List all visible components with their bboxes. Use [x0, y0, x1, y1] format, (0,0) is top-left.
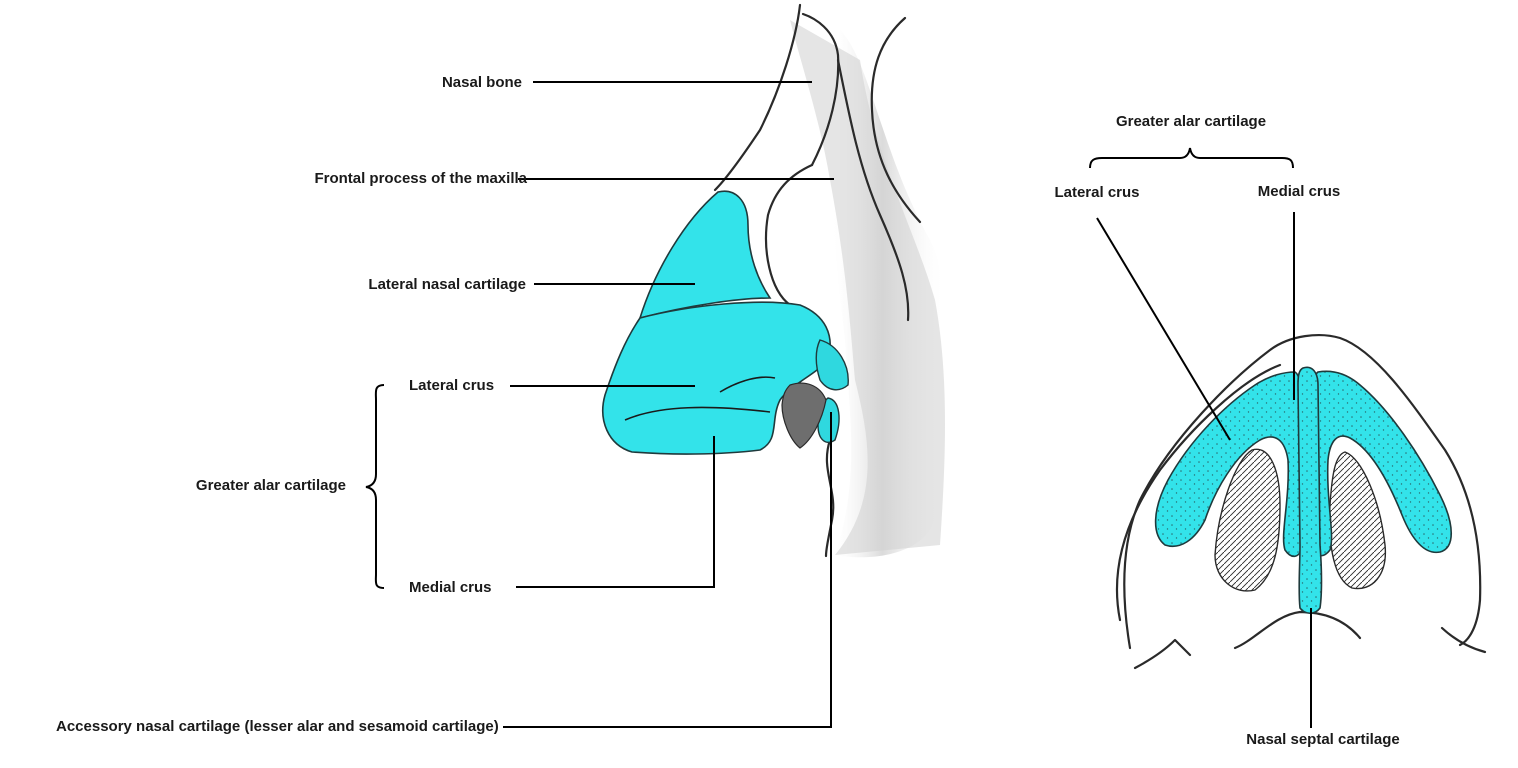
label-frontal-process: Frontal process of the maxilla: [314, 170, 527, 187]
frontal-process-outline: [765, 163, 814, 307]
basal-inner-outline: [1115, 363, 1282, 622]
basal-nose-illustration: [1089, 147, 1487, 728]
label-nasal-septal-cartilage: Nasal septal cartilage: [1246, 731, 1399, 748]
label-nasal-bone: Nasal bone: [442, 74, 522, 91]
maxilla-contour: [836, 58, 910, 322]
label-basal-medial-crus: Medial crus: [1258, 183, 1341, 200]
lateral-crus-shape: [602, 301, 831, 455]
label-basal-greater-alar-cartilage: Greater alar cartilage: [1116, 113, 1266, 130]
leader-basal-lateral-crus: [1096, 217, 1231, 441]
bone-shading: [790, 20, 945, 555]
leader-medial-crus: [516, 436, 715, 588]
nostril-shadow: [781, 382, 827, 449]
brow-contour: [870, 16, 922, 224]
accessory-cartilage-1: [815, 339, 849, 391]
lateral-nasal-cartilage-shape: [638, 190, 772, 320]
left-nostril: [1214, 448, 1281, 592]
upper-lip-contour: [824, 438, 835, 558]
left-alar-base: [1133, 638, 1192, 670]
nasal-septal-cartilage-shape: [1297, 366, 1323, 615]
right-nostril: [1328, 451, 1387, 590]
label-medial-crus: Medial crus: [409, 579, 492, 596]
basal-view-labels: Greater alar cartilage Lateral crus Medi…: [1054, 113, 1399, 748]
columella-base: [1233, 610, 1362, 650]
basal-greater-alar-cartilage-brace: [1089, 147, 1294, 169]
lateral-nose-illustration: [365, 3, 947, 728]
label-lateral-crus: Lateral crus: [409, 377, 494, 394]
alar-fold-line: [624, 406, 771, 421]
label-greater-alar-cartilage: Greater alar cartilage: [196, 477, 346, 494]
leader-accessory-cartilage: [503, 412, 832, 728]
greater-alar-cartilage-brace: [365, 384, 385, 589]
right-alar-base: [1440, 626, 1487, 654]
lateral-view-labels: Nasal bone Frontal process of the maxill…: [56, 74, 528, 735]
alar-fold-line-2: [719, 376, 776, 393]
label-accessory-nasal-cartilage: Accessory nasal cartilage (lesser alar a…: [56, 718, 499, 735]
label-basal-lateral-crus: Lateral crus: [1054, 184, 1139, 201]
label-lateral-nasal-cartilage: Lateral nasal cartilage: [368, 276, 526, 293]
nasal-bone-outline-front: [713, 3, 802, 192]
